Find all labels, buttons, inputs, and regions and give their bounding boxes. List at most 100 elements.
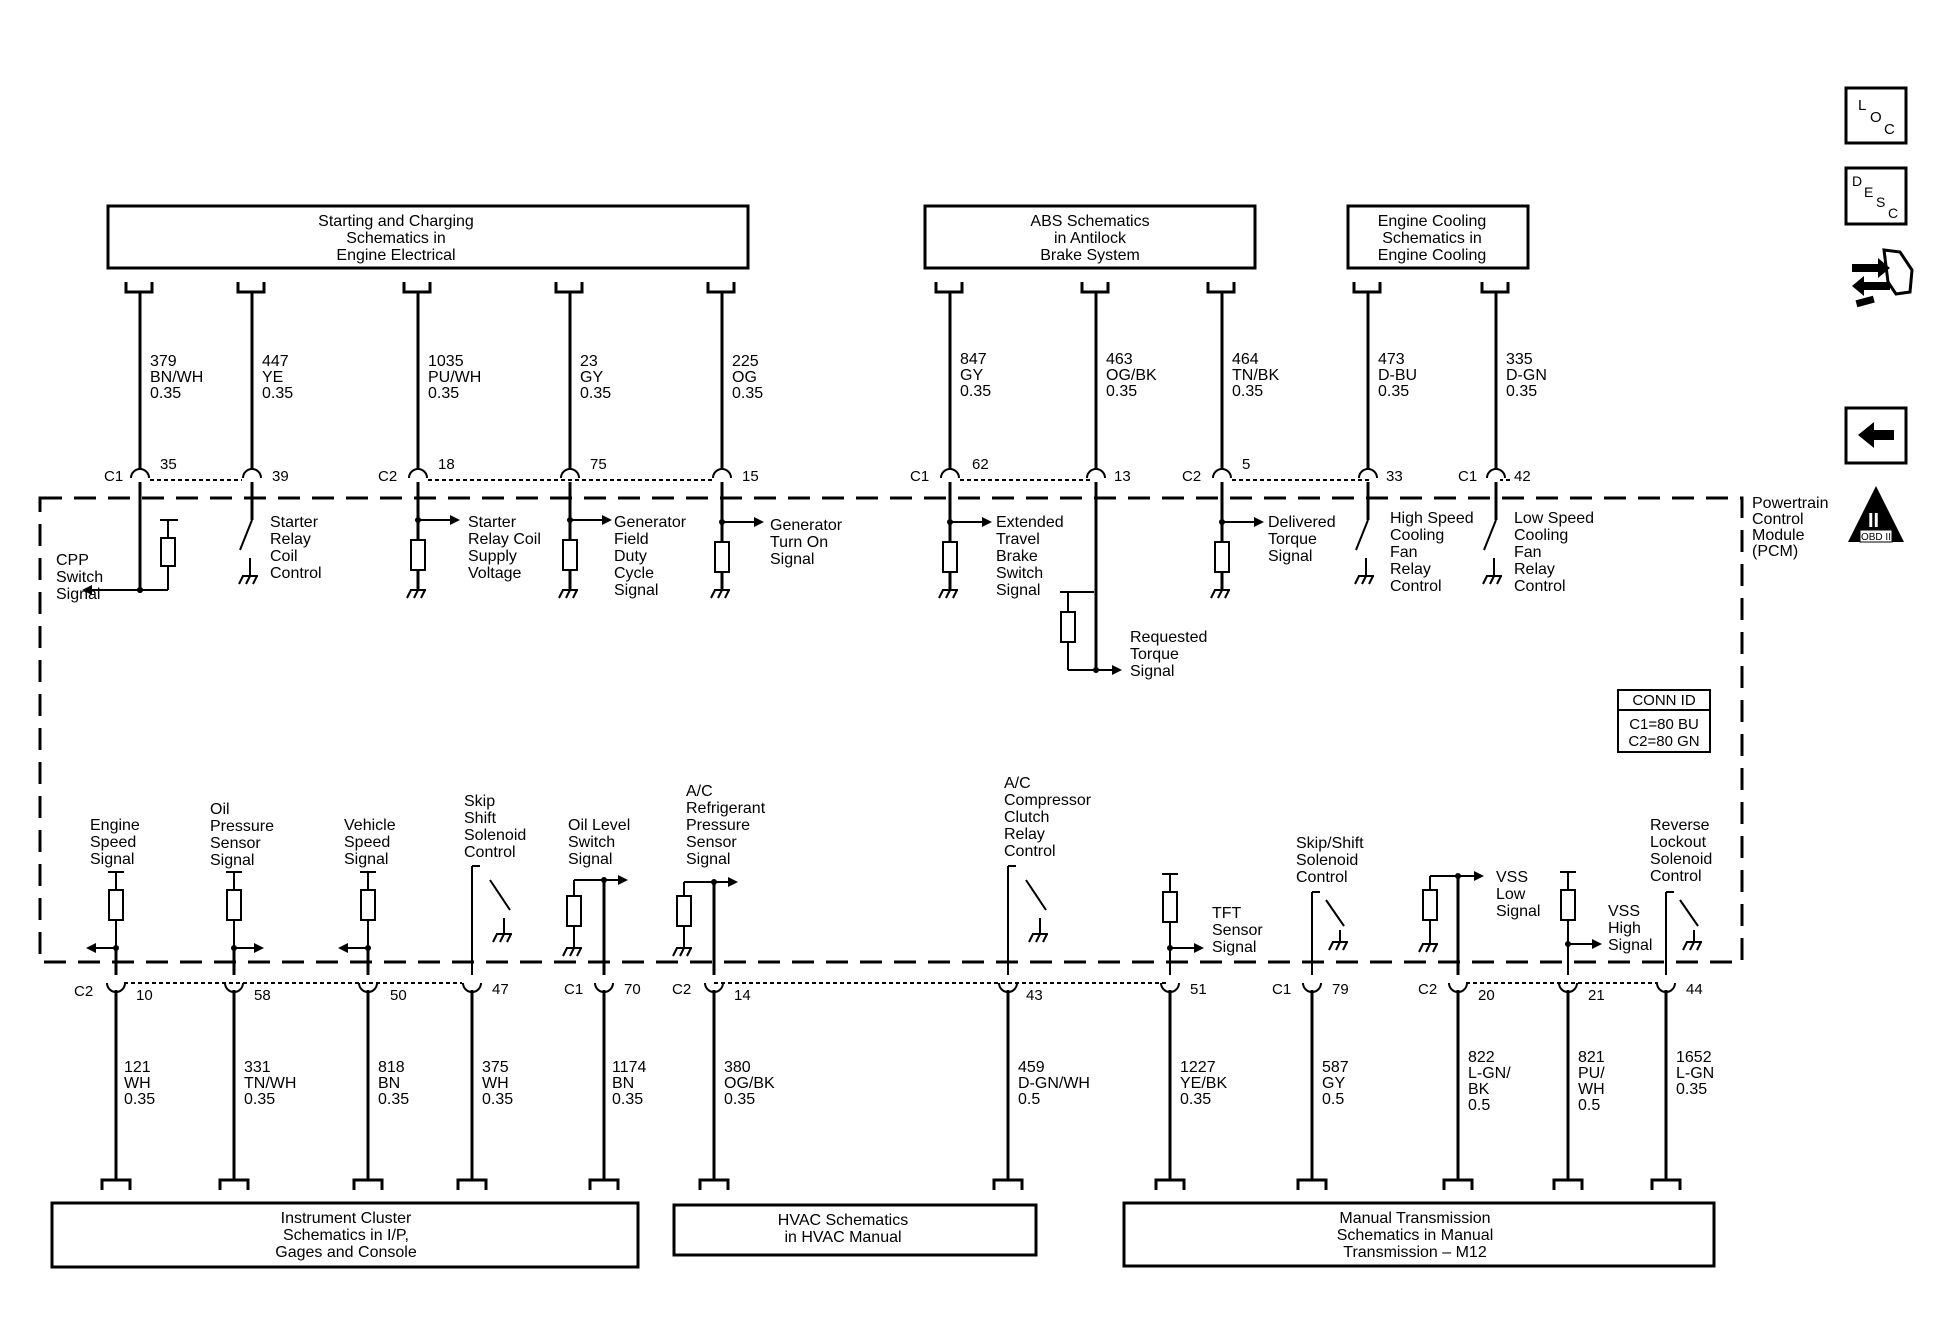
wire-225-og[interactable] bbox=[706, 282, 764, 599]
signal-label: Signal bbox=[568, 851, 612, 868]
wire-331-tn-wh[interactable] bbox=[218, 871, 264, 1190]
wire-587-gy[interactable] bbox=[1296, 891, 1348, 1190]
wire-color-2: BK bbox=[1468, 1081, 1490, 1098]
signal-label: Refrigerant bbox=[686, 800, 766, 817]
pin-number: 79 bbox=[1332, 981, 1349, 998]
box-abs-schematics[interactable]: ABS Schematics in Antilock Brake System bbox=[923, 204, 1257, 270]
wire-459-d-gn-wh[interactable] bbox=[992, 865, 1048, 1190]
wire-color: TN/WH bbox=[244, 1075, 296, 1092]
wire-gauge: 0.5 bbox=[1322, 1091, 1344, 1108]
signal-label: Solenoid bbox=[1650, 851, 1712, 868]
pin-number: 42 bbox=[1514, 468, 1531, 485]
signal-label: Control bbox=[1514, 578, 1566, 595]
signal-label: Switch bbox=[568, 834, 615, 851]
wire-464-tn-bk[interactable] bbox=[1206, 282, 1264, 599]
wire-gauge: 0.35 bbox=[1232, 383, 1263, 400]
wire-1652-l-gn[interactable] bbox=[1650, 891, 1702, 1190]
pin-number: 5 bbox=[1242, 456, 1250, 473]
wire-color: WH bbox=[482, 1075, 509, 1092]
icon-letter: L bbox=[1858, 97, 1866, 114]
wire-gauge: 0.35 bbox=[428, 385, 459, 402]
box-line: Brake System bbox=[1040, 247, 1140, 264]
wire-380-og-bk[interactable] bbox=[672, 877, 738, 1190]
signal-label: Clutch bbox=[1004, 809, 1049, 826]
wire-1227-ye-bk[interactable] bbox=[1154, 873, 1204, 1190]
signal-label: Control bbox=[1650, 868, 1702, 885]
signal-label: Solenoid bbox=[1296, 852, 1358, 869]
wire-822-l-gn-bk[interactable] bbox=[1418, 871, 1484, 1190]
wire-number: 1174 bbox=[612, 1059, 647, 1076]
box-starting-charging[interactable]: Starting and Charging Schematics in Engi… bbox=[106, 204, 750, 270]
connector-id: C2 bbox=[1182, 468, 1201, 485]
conn-id-title: CONN ID bbox=[1632, 692, 1696, 709]
signal-label: Starter bbox=[468, 514, 517, 531]
wire-447-ye[interactable] bbox=[236, 282, 266, 585]
signal-label: Delivered bbox=[1268, 514, 1336, 531]
wire-color: WH bbox=[124, 1075, 151, 1092]
signal-label: Sensor bbox=[1212, 922, 1263, 939]
box-instrument-cluster[interactable]: Instrument Cluster Schematics in I/P, Ga… bbox=[50, 1201, 640, 1269]
signal-label: A/C bbox=[1004, 775, 1031, 792]
pin-number: 62 bbox=[972, 456, 989, 473]
wire-gauge: 0.35 bbox=[732, 385, 763, 402]
wire-number: 1652 bbox=[1676, 1049, 1712, 1066]
wire-color: OG/BK bbox=[724, 1075, 775, 1092]
wire-color: YE bbox=[262, 369, 283, 386]
connector-id: C1 bbox=[910, 468, 929, 485]
pcm-label: Powertrain Control Module (PCM) bbox=[1752, 495, 1828, 560]
wire-gauge: 0.35 bbox=[1506, 383, 1537, 400]
conn-id-box: CONN ID C1=80 BU C2=80 GN bbox=[1617, 689, 1711, 753]
signal-label: High Speed bbox=[1390, 510, 1474, 527]
wire-23-gy[interactable] bbox=[554, 282, 612, 599]
pin-number: 21 bbox=[1588, 987, 1605, 1004]
wire-color: OG/BK bbox=[1106, 367, 1157, 384]
signal-label: Requested bbox=[1130, 629, 1207, 646]
wire-number: 463 bbox=[1106, 351, 1133, 368]
box-line: Manual Transmission bbox=[1339, 1210, 1490, 1227]
signal-label: Reverse bbox=[1650, 817, 1710, 834]
wire-1035-pu-wh[interactable] bbox=[402, 282, 460, 599]
pin-number: 33 bbox=[1386, 468, 1403, 485]
signal-label: Control bbox=[464, 844, 516, 861]
signal-label: Control bbox=[1296, 869, 1348, 886]
wire-121-wh[interactable] bbox=[86, 871, 132, 1190]
pin-number: 13 bbox=[1114, 468, 1131, 485]
box-line: Schematics in bbox=[346, 230, 446, 247]
signal-label: Oil bbox=[210, 801, 230, 818]
wire-847-gy[interactable] bbox=[934, 282, 992, 599]
box-engine-cooling[interactable]: Engine Cooling Schematics in Engine Cool… bbox=[1346, 204, 1530, 270]
wire-375-wh[interactable] bbox=[456, 865, 512, 1190]
desc-icon[interactable]: D E S C bbox=[1844, 166, 1908, 226]
pin-number: 50 bbox=[390, 987, 407, 1004]
service-wrench-icon[interactable] bbox=[1852, 248, 1914, 308]
box-hvac-schematics[interactable]: HVAC Schematics in HVAC Manual bbox=[672, 1203, 1038, 1257]
wire-821-pu-wh[interactable] bbox=[1552, 871, 1602, 1190]
signal-label: Fan bbox=[1390, 544, 1418, 561]
pin-number: 58 bbox=[254, 987, 271, 1004]
signal-label: Torque bbox=[1268, 531, 1317, 548]
pin-number: 51 bbox=[1190, 981, 1207, 998]
wire-color: OG bbox=[732, 369, 757, 386]
wire-gauge: 0.35 bbox=[150, 385, 181, 402]
box-line: Engine Cooling bbox=[1378, 247, 1487, 264]
wire-color: GY bbox=[1322, 1075, 1345, 1092]
wire-gauge: 0.35 bbox=[724, 1091, 755, 1108]
wire-335-d-gn[interactable] bbox=[1480, 282, 1510, 585]
wire-number: 473 bbox=[1378, 351, 1405, 368]
box-line: Instrument Cluster bbox=[281, 1210, 412, 1227]
signal-label: Signal bbox=[90, 851, 134, 868]
back-arrow-icon[interactable] bbox=[1844, 406, 1908, 465]
wire-1174-bn[interactable] bbox=[562, 875, 628, 1190]
wire-473-d-bu[interactable] bbox=[1352, 282, 1382, 585]
signal-label: Torque bbox=[1130, 646, 1179, 663]
wire-379-bn-wh[interactable] bbox=[82, 282, 178, 595]
signal-label: Starter bbox=[270, 514, 319, 531]
signal-label: Low bbox=[1496, 886, 1526, 903]
wire-gauge: 0.35 bbox=[960, 383, 991, 400]
box-manual-transmission[interactable]: Manual Transmission Schematics in Manual… bbox=[1122, 1201, 1716, 1268]
wire-818-bn[interactable] bbox=[338, 871, 384, 1190]
wire-463-og-bk[interactable] bbox=[1060, 282, 1122, 675]
wire-number: 459 bbox=[1018, 1059, 1045, 1076]
loc-icon[interactable]: L O C bbox=[1844, 86, 1908, 145]
signal-label: Relay bbox=[1004, 826, 1045, 843]
